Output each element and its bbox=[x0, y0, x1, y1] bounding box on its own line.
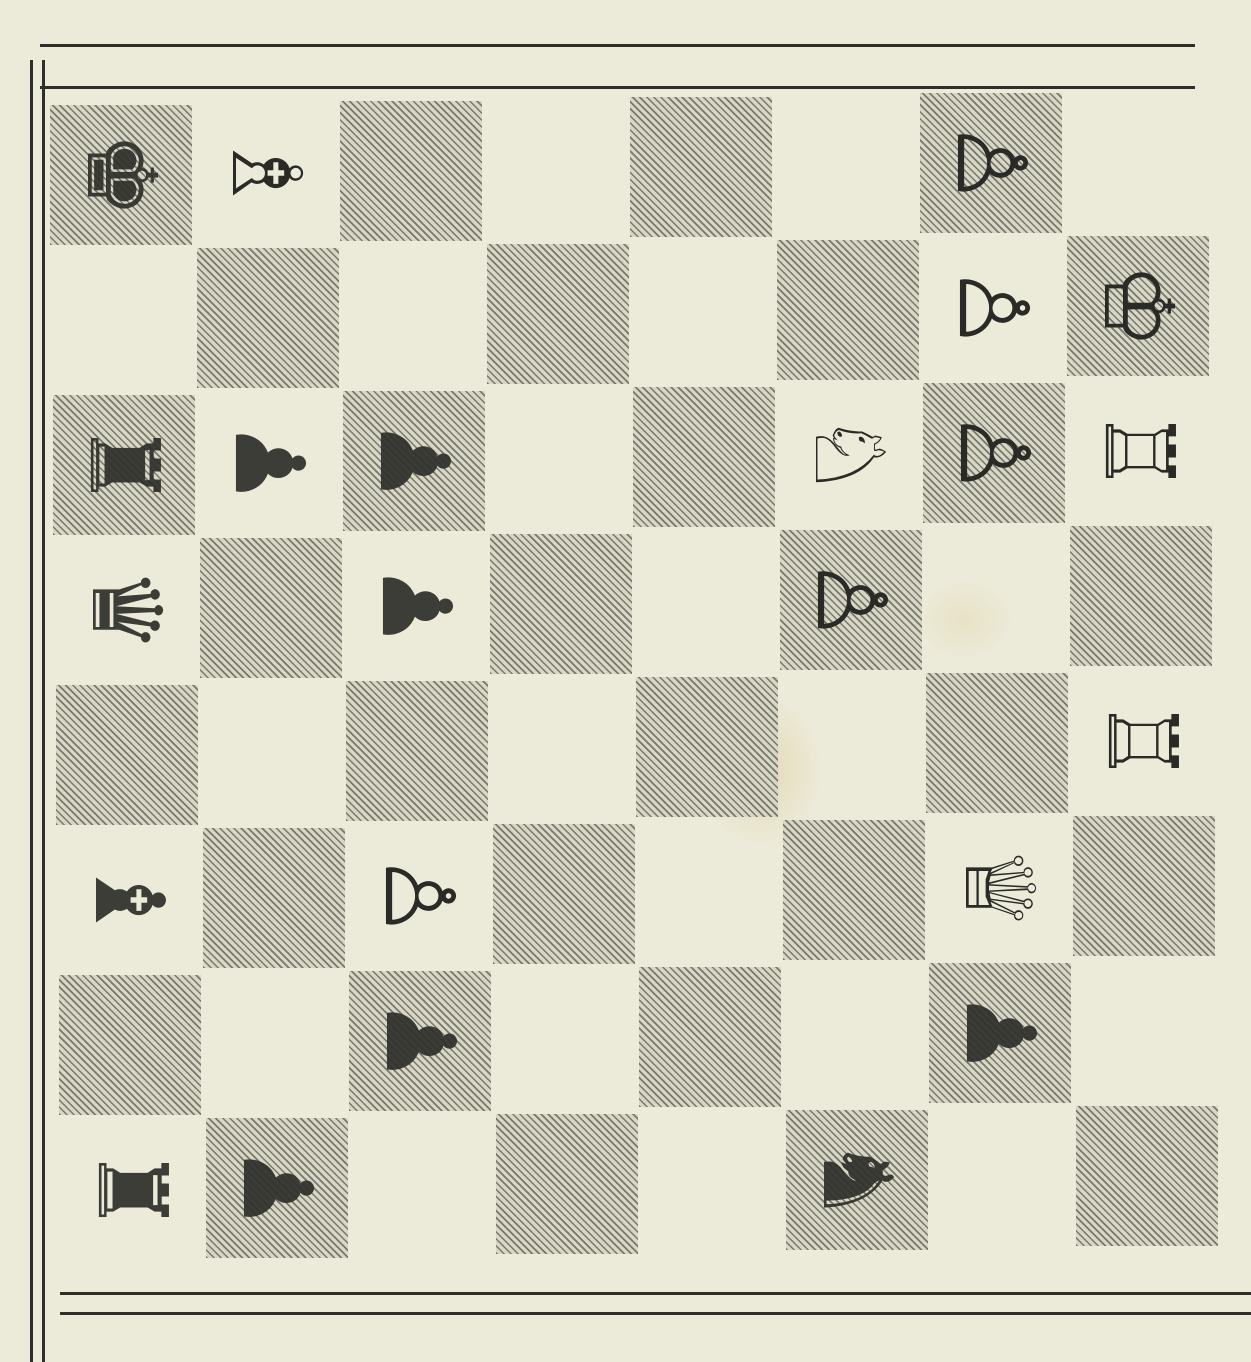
white-king-icon[interactable]: ♔ bbox=[1090, 263, 1186, 349]
board-square-r5-c1[interactable] bbox=[203, 828, 345, 968]
board-square-r7-c3[interactable] bbox=[496, 1114, 638, 1254]
board-square-r0-c6[interactable]: ♙ bbox=[920, 93, 1062, 233]
board-square-r3-c7[interactable] bbox=[1070, 526, 1212, 666]
board-square-r2-c5[interactable]: ♘ bbox=[778, 385, 920, 525]
board-square-r0-c2[interactable] bbox=[340, 101, 482, 241]
board-square-r4-c2[interactable] bbox=[346, 681, 488, 821]
board-square-r5-c2[interactable]: ♙ bbox=[348, 826, 490, 966]
board-square-r3-c6[interactable] bbox=[925, 528, 1067, 668]
black-knight-icon[interactable]: ♞ bbox=[809, 1137, 905, 1223]
frame-top-outer-line bbox=[40, 44, 1195, 47]
board-square-r1-c2[interactable] bbox=[342, 246, 484, 386]
board-square-r0-c0[interactable]: ♚ bbox=[50, 105, 192, 245]
board-square-r7-c0[interactable]: ♜ bbox=[61, 1120, 203, 1260]
white-pawn-icon[interactable]: ♙ bbox=[371, 853, 467, 939]
board-square-r7-c6[interactable] bbox=[931, 1108, 1073, 1248]
black-rook-icon[interactable]: ♜ bbox=[76, 422, 172, 508]
board-square-r4-c4[interactable] bbox=[636, 677, 778, 817]
board-square-r1-c1[interactable] bbox=[197, 248, 339, 388]
white-queen-icon[interactable]: ♕ bbox=[951, 845, 1047, 931]
board-square-r5-c5[interactable] bbox=[783, 820, 925, 960]
white-pawn-icon[interactable]: ♙ bbox=[803, 557, 899, 643]
white-rook-icon[interactable]: ♖ bbox=[1094, 698, 1190, 784]
black-pawn-icon[interactable]: ♟ bbox=[366, 418, 462, 504]
board-square-r1-c4[interactable] bbox=[632, 242, 774, 382]
chess-board: ♚ ♗ ♙ ♙ ♔ ♜ ♟ ♟ ♘ ♙ ♖ ♛ ♟ ♙ ♖ ♝ ♙ ♕ ♟ ♟ ♜ ♟ ♞ bbox=[45, 100, 1220, 1280]
board-square-r1-c5[interactable] bbox=[777, 240, 919, 380]
board-square-r7-c1[interactable]: ♟ bbox=[206, 1118, 348, 1258]
board-square-r1-c6[interactable]: ♙ bbox=[922, 238, 1064, 378]
board-square-r2-c3[interactable] bbox=[488, 389, 630, 529]
board-square-r3-c2[interactable]: ♟ bbox=[345, 536, 487, 676]
black-pawn-icon[interactable]: ♟ bbox=[952, 990, 1048, 1076]
board-square-r4-c7[interactable]: ♖ bbox=[1071, 671, 1213, 811]
white-bishop-icon[interactable]: ♗ bbox=[218, 130, 314, 216]
white-pawn-icon[interactable]: ♙ bbox=[943, 120, 1039, 206]
board-square-r7-c5[interactable]: ♞ bbox=[786, 1110, 928, 1250]
board-square-r0-c3[interactable] bbox=[485, 99, 627, 239]
board-square-r6-c7[interactable] bbox=[1074, 961, 1216, 1101]
board-square-r2-c7[interactable]: ♖ bbox=[1068, 381, 1210, 521]
board-square-r5-c0[interactable]: ♝ bbox=[58, 830, 200, 970]
black-pawn-icon[interactable]: ♟ bbox=[372, 998, 468, 1084]
board-square-r2-c0[interactable]: ♜ bbox=[53, 395, 195, 535]
frame-bottom-inner-line bbox=[60, 1292, 1251, 1295]
board-square-r2-c4[interactable] bbox=[633, 387, 775, 527]
board-square-r3-c4[interactable] bbox=[635, 532, 777, 672]
black-queen-icon[interactable]: ♛ bbox=[78, 567, 174, 653]
board-square-r0-c5[interactable] bbox=[775, 95, 917, 235]
board-square-r1-c7[interactable]: ♔ bbox=[1067, 236, 1209, 376]
board-square-r0-c7[interactable] bbox=[1065, 91, 1207, 231]
board-square-r4-c3[interactable] bbox=[491, 679, 633, 819]
board-square-r6-c5[interactable] bbox=[784, 965, 926, 1105]
board-square-r1-c0[interactable] bbox=[52, 250, 194, 390]
board-square-r4-c6[interactable] bbox=[926, 673, 1068, 813]
board-square-r6-c4[interactable] bbox=[639, 967, 781, 1107]
black-pawn-icon[interactable]: ♟ bbox=[221, 420, 317, 506]
black-pawn-icon[interactable]: ♟ bbox=[368, 563, 464, 649]
white-pawn-icon[interactable]: ♙ bbox=[945, 265, 1041, 351]
board-square-r6-c0[interactable] bbox=[59, 975, 201, 1115]
board-square-r7-c7[interactable] bbox=[1076, 1106, 1218, 1246]
board-square-r3-c5[interactable]: ♙ bbox=[780, 530, 922, 670]
board-square-r2-c2[interactable]: ♟ bbox=[343, 391, 485, 531]
board-square-r6-c3[interactable] bbox=[494, 969, 636, 1109]
board-square-r2-c6[interactable]: ♙ bbox=[923, 383, 1065, 523]
board-square-r6-c1[interactable] bbox=[204, 973, 346, 1113]
black-rook-icon[interactable]: ♜ bbox=[84, 1147, 180, 1233]
board-square-r6-c6[interactable]: ♟ bbox=[929, 963, 1071, 1103]
black-bishop-icon[interactable]: ♝ bbox=[81, 857, 177, 943]
frame-left-outer-line bbox=[30, 60, 33, 1362]
white-pawn-icon[interactable]: ♙ bbox=[946, 410, 1042, 496]
black-king-icon[interactable]: ♚ bbox=[73, 132, 169, 218]
frame-bottom-outer-line bbox=[60, 1312, 1251, 1315]
board-square-r5-c4[interactable] bbox=[638, 822, 780, 962]
board-square-r7-c2[interactable] bbox=[351, 1116, 493, 1256]
board-square-r2-c1[interactable]: ♟ bbox=[198, 393, 340, 533]
board-square-r4-c5[interactable] bbox=[781, 675, 923, 815]
frame-top-inner-line bbox=[40, 86, 1195, 89]
white-rook-icon[interactable]: ♖ bbox=[1091, 408, 1187, 494]
board-square-r6-c2[interactable]: ♟ bbox=[349, 971, 491, 1111]
board-square-r4-c1[interactable] bbox=[201, 683, 343, 823]
board-square-r3-c1[interactable] bbox=[200, 538, 342, 678]
board-square-r1-c3[interactable] bbox=[487, 244, 629, 384]
board-square-r0-c4[interactable] bbox=[630, 97, 772, 237]
board-square-r7-c4[interactable] bbox=[641, 1112, 783, 1252]
board-square-r3-c0[interactable]: ♛ bbox=[55, 540, 197, 680]
black-pawn-icon[interactable]: ♟ bbox=[229, 1145, 325, 1231]
board-square-r5-c6[interactable]: ♕ bbox=[928, 818, 1070, 958]
board-square-r5-c7[interactable] bbox=[1073, 816, 1215, 956]
board-square-r0-c1[interactable]: ♗ bbox=[195, 103, 337, 243]
board-square-r3-c3[interactable] bbox=[490, 534, 632, 674]
board-square-r4-c0[interactable] bbox=[56, 685, 198, 825]
white-knight-icon[interactable]: ♘ bbox=[801, 412, 897, 498]
board-square-r5-c3[interactable] bbox=[493, 824, 635, 964]
